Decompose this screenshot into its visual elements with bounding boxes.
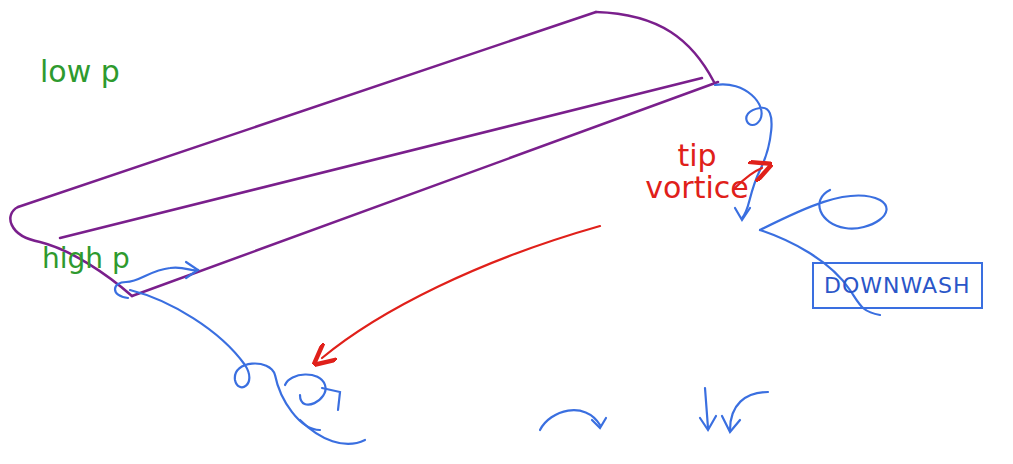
wing-outline	[10, 12, 718, 296]
note-text: DOWNWASH	[824, 273, 971, 298]
pressure-label: low p	[40, 56, 120, 88]
boxed-note: DOWNWASH	[812, 262, 983, 309]
callout-label: tip vortice	[632, 140, 762, 203]
vortex-lines	[115, 84, 887, 444]
pressure-label: high p	[42, 244, 130, 273]
